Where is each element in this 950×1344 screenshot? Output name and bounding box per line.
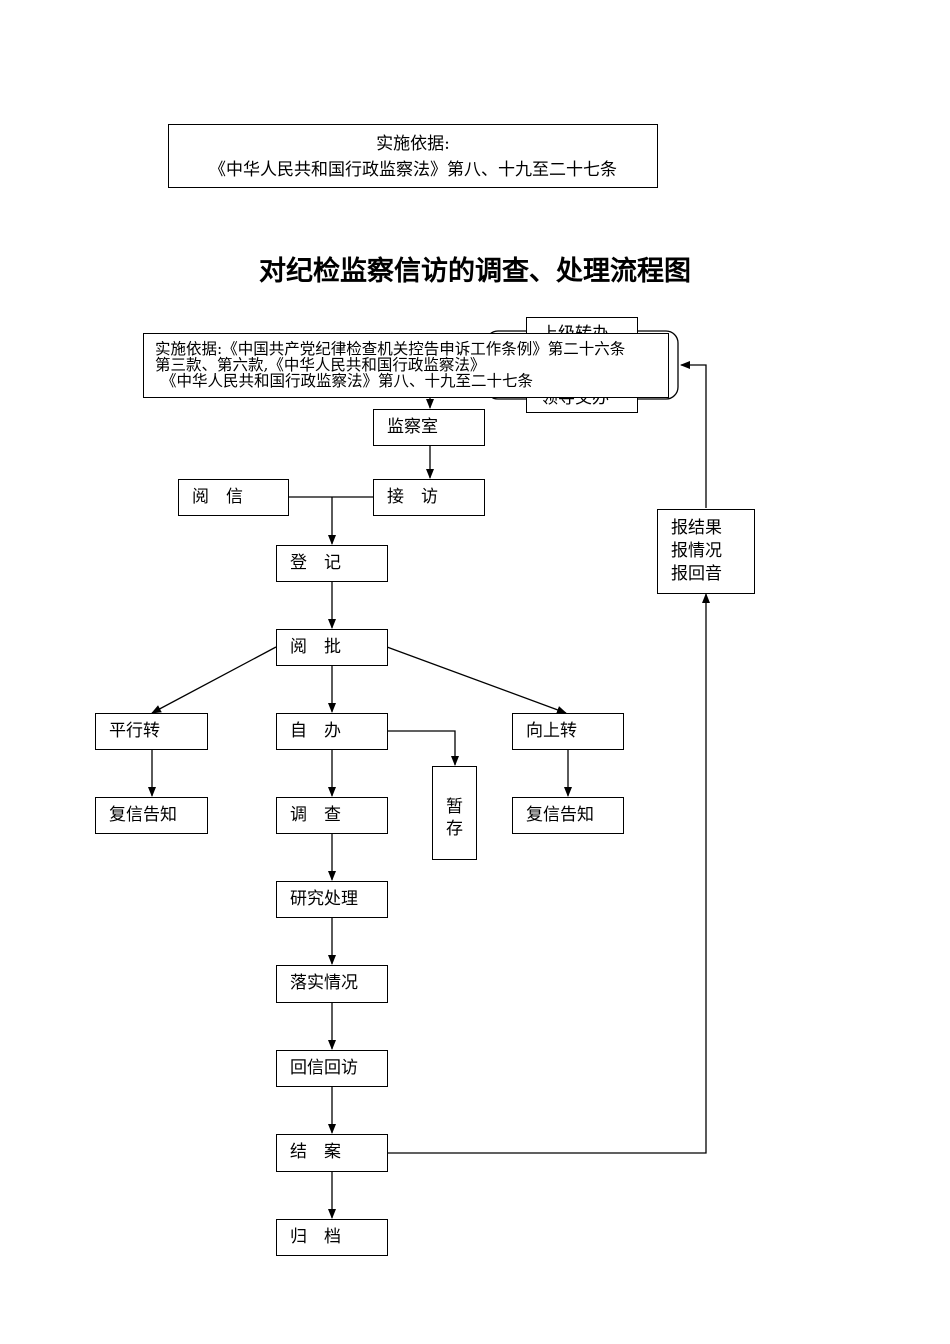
overlay-basis-box: 实施依据:《中国共产党纪律检查机关控告申诉工作条例》第二十六条 第三款、第六款,… bbox=[143, 333, 669, 398]
node-dengji: 登 记 bbox=[276, 545, 388, 582]
node-zancun-char1: 暂 bbox=[446, 797, 463, 817]
arrow-jiean-to-report bbox=[387, 593, 710, 1154]
node-zancun-char2: 存 bbox=[446, 819, 463, 839]
node-guidang: 归 档 bbox=[276, 1219, 388, 1256]
report-line2: 报情况 bbox=[671, 541, 722, 561]
overlay-basis-line2: 第三款、第六款,《中华人民共和国行政监察法》 bbox=[155, 356, 486, 374]
top-basis-line1: 实施依据: bbox=[376, 134, 450, 154]
page-title: 对纪检监察信访的调查、处理流程图 bbox=[259, 256, 691, 287]
report-box: 报结果 报情况 报回音 bbox=[657, 509, 755, 594]
node-ziban: 自 办 bbox=[276, 713, 388, 750]
arrow-yuepi-to-xiangshangzhuan bbox=[386, 646, 567, 714]
node-yuexin: 阅 信 bbox=[178, 479, 289, 516]
node-zancun: 暂 存 bbox=[432, 766, 477, 860]
overlay-basis-line1: 实施依据:《中国共产党纪律检查机关控告申诉工作条例》第二十六条 bbox=[155, 340, 626, 358]
node-xiangshangzhuan: 向上转 bbox=[512, 713, 624, 750]
arrow-yuepi-to-pingxingzhuan bbox=[151, 646, 277, 714]
node-luoshiqingkuang: 落实情况 bbox=[276, 965, 388, 1003]
node-pingxingzhuan: 平行转 bbox=[95, 713, 208, 750]
node-fuxingaozhi-left: 复信告知 bbox=[95, 797, 208, 834]
top-basis-box: 实施依据: 《中华人民共和国行政监察法》第八、十九至二十七条 bbox=[168, 124, 658, 188]
node-jianchashi: 监察室 bbox=[373, 409, 485, 446]
node-diaocha: 调 查 bbox=[276, 797, 388, 834]
arrow-report-to-source bbox=[680, 361, 707, 508]
report-line1: 报结果 bbox=[671, 518, 722, 538]
arrow-ziban-to-zancun bbox=[387, 730, 459, 766]
node-jiefang: 接 访 bbox=[373, 479, 485, 516]
node-jiean: 结 案 bbox=[276, 1134, 388, 1172]
top-basis-line2: 《中华人民共和国行政监察法》第八、十九至二十七条 bbox=[209, 160, 617, 180]
node-fuxingaozhi-right: 复信告知 bbox=[512, 797, 624, 834]
overlay-basis-line3: 《中华人民共和国行政监察法》第八、十九至二十七条 bbox=[161, 372, 534, 390]
node-yanjiuchuli: 研究处理 bbox=[276, 881, 388, 918]
node-yuepi: 阅 批 bbox=[276, 629, 388, 666]
node-huixinhuifang: 回信回访 bbox=[276, 1050, 388, 1087]
report-line3: 报回音 bbox=[671, 564, 722, 584]
